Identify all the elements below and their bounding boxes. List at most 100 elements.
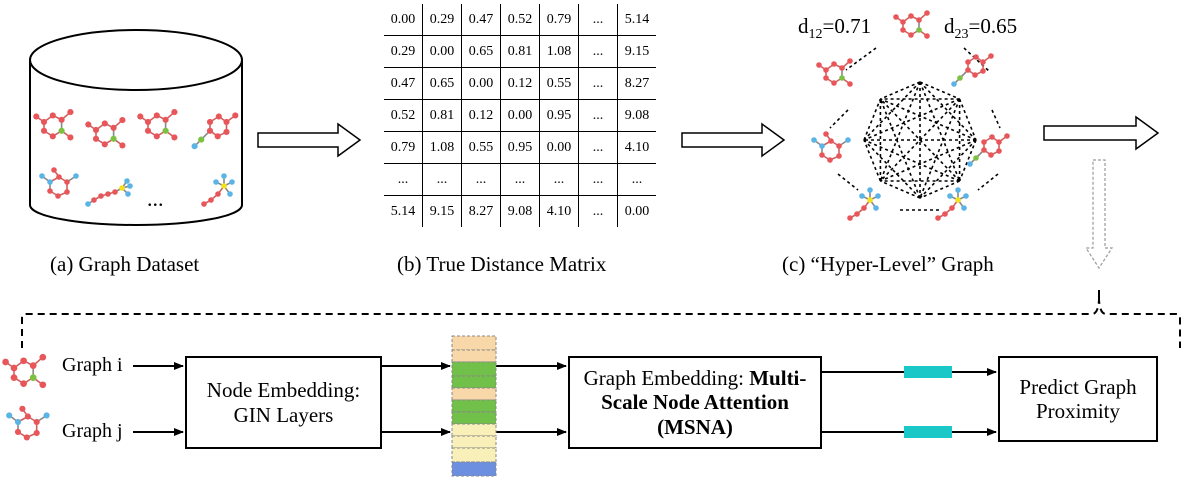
hyper-edge bbox=[919, 81, 960, 100]
caption-hyper-level-graph: (c) “Hyper-Level” Graph bbox=[782, 252, 994, 276]
matrix-cell: 0.65 bbox=[461, 35, 501, 68]
molecule bbox=[85, 117, 126, 149]
matrix-cell: 0.81 bbox=[500, 35, 540, 68]
matrix-cell: 5.14 bbox=[384, 195, 423, 227]
hyper-edge bbox=[863, 98, 960, 141]
matrix-cell: ... bbox=[578, 99, 618, 132]
dataset-molecules bbox=[33, 109, 239, 207]
matrix-row: ..................... bbox=[384, 163, 656, 196]
distance-label-12: d12=0.71 bbox=[798, 14, 872, 43]
embedding-band bbox=[451, 361, 497, 377]
molecule bbox=[951, 53, 994, 87]
hyper-edge bbox=[863, 98, 882, 141]
matrix-cell: 0.79 bbox=[384, 131, 423, 164]
graph-j-label: Graph j bbox=[62, 420, 123, 442]
matrix-cell: 0.29 bbox=[384, 35, 423, 68]
molecule bbox=[893, 10, 930, 39]
embedding-band bbox=[451, 349, 497, 363]
matrix-cell: 0.65 bbox=[422, 67, 462, 100]
hollow-arrow-3 bbox=[1043, 115, 1160, 151]
matrix-cell: ... bbox=[578, 163, 618, 196]
pipeline-bracket bbox=[21, 299, 1181, 348]
hyper-edge bbox=[958, 139, 977, 182]
matrix-cell: 0.00 bbox=[624, 203, 650, 219]
matrix-cell: 0.12 bbox=[461, 99, 501, 132]
predict-proximity-text: Predict Graph Proximity bbox=[1019, 374, 1137, 423]
hollow-arrow-down bbox=[1084, 159, 1114, 270]
matrix-cell: ... bbox=[578, 4, 618, 36]
hyper-edge bbox=[919, 180, 960, 199]
matrix-cell: 0.52 bbox=[384, 99, 423, 132]
hyper-edge bbox=[919, 139, 977, 199]
matrix-cell: ... bbox=[578, 195, 618, 227]
molecule bbox=[39, 167, 79, 199]
pipeline-arrows bbox=[133, 362, 997, 436]
matrix-cell: ... bbox=[384, 163, 423, 196]
matrix-cell: 0.00 bbox=[384, 4, 423, 36]
matrix-cell: 0.47 bbox=[461, 4, 501, 36]
molecule bbox=[816, 58, 853, 87]
hyper-outer-edge bbox=[977, 173, 999, 191]
matrix-cell: ... bbox=[500, 163, 540, 196]
embedding-band bbox=[451, 435, 497, 449]
matrix-cell: ... bbox=[578, 131, 618, 164]
hyper-edge bbox=[880, 139, 977, 182]
matrix-cell: 1.08 bbox=[422, 131, 462, 164]
embedding-band bbox=[451, 399, 497, 413]
embedding-band bbox=[451, 461, 497, 477]
matrix-cell: 0.79 bbox=[539, 4, 579, 36]
graph-embedding-text: Graph Embedding: Multi-Scale Node Attent… bbox=[583, 366, 807, 439]
matrix-cell: 0.00 bbox=[422, 35, 462, 68]
molecule bbox=[6, 405, 50, 441]
molecule bbox=[2, 353, 47, 389]
caption-distance-matrix: (b) True Distance Matrix bbox=[397, 252, 607, 276]
molecule bbox=[137, 109, 178, 141]
matrix-cell: ... bbox=[461, 163, 501, 196]
hyper-edge bbox=[880, 180, 921, 199]
hyper-edge bbox=[880, 98, 977, 141]
hyper-edge bbox=[863, 81, 921, 141]
matrix-cell: 1.08 bbox=[539, 35, 579, 68]
matrix-cell: 0.47 bbox=[384, 67, 423, 100]
embedding-band bbox=[451, 387, 497, 401]
hyper-edge bbox=[863, 139, 960, 182]
matrix-cell: 0.81 bbox=[422, 99, 462, 132]
matrix-cell: 0.00 bbox=[461, 67, 501, 100]
input-molecules bbox=[2, 353, 50, 441]
matrix-cell: 9.08 bbox=[617, 99, 656, 132]
molecule bbox=[191, 112, 239, 150]
matrix-cell: 9.15 bbox=[422, 195, 462, 227]
molecule bbox=[85, 178, 133, 207]
graph-i-label: Graph i bbox=[62, 354, 123, 376]
hyper-edge bbox=[958, 98, 977, 141]
molecule bbox=[201, 173, 235, 207]
molecule bbox=[811, 131, 851, 163]
caption-graph-dataset: (a) Graph Dataset bbox=[50, 252, 200, 276]
matrix-cell: 0.52 bbox=[500, 4, 540, 36]
matrix-cell: ... bbox=[617, 163, 656, 196]
hyper-outer-edge bbox=[837, 173, 859, 191]
matrix-cell: 0.12 bbox=[500, 67, 540, 100]
matrix-cell: 8.27 bbox=[617, 67, 656, 100]
distance-label-23: d23=0.65 bbox=[944, 14, 1018, 43]
hollow-arrow-1 bbox=[257, 122, 362, 158]
predict-proximity-box: Predict Graph Proximity bbox=[998, 356, 1158, 442]
graph-embedding-box: Graph Embedding: Multi-Scale Node Attent… bbox=[568, 356, 822, 449]
embedding-band bbox=[451, 375, 497, 389]
matrix-cell: 0.55 bbox=[461, 131, 501, 164]
graph-vector-i bbox=[904, 366, 952, 378]
hyper-edge bbox=[863, 139, 882, 182]
matrix-cell: 9.15 bbox=[617, 35, 656, 68]
matrix-cell: 0.95 bbox=[539, 99, 579, 132]
hollow-arrow-2 bbox=[681, 122, 786, 158]
molecule bbox=[847, 187, 881, 221]
matrix-cell: ... bbox=[422, 163, 462, 196]
hyper-edge bbox=[919, 81, 977, 141]
